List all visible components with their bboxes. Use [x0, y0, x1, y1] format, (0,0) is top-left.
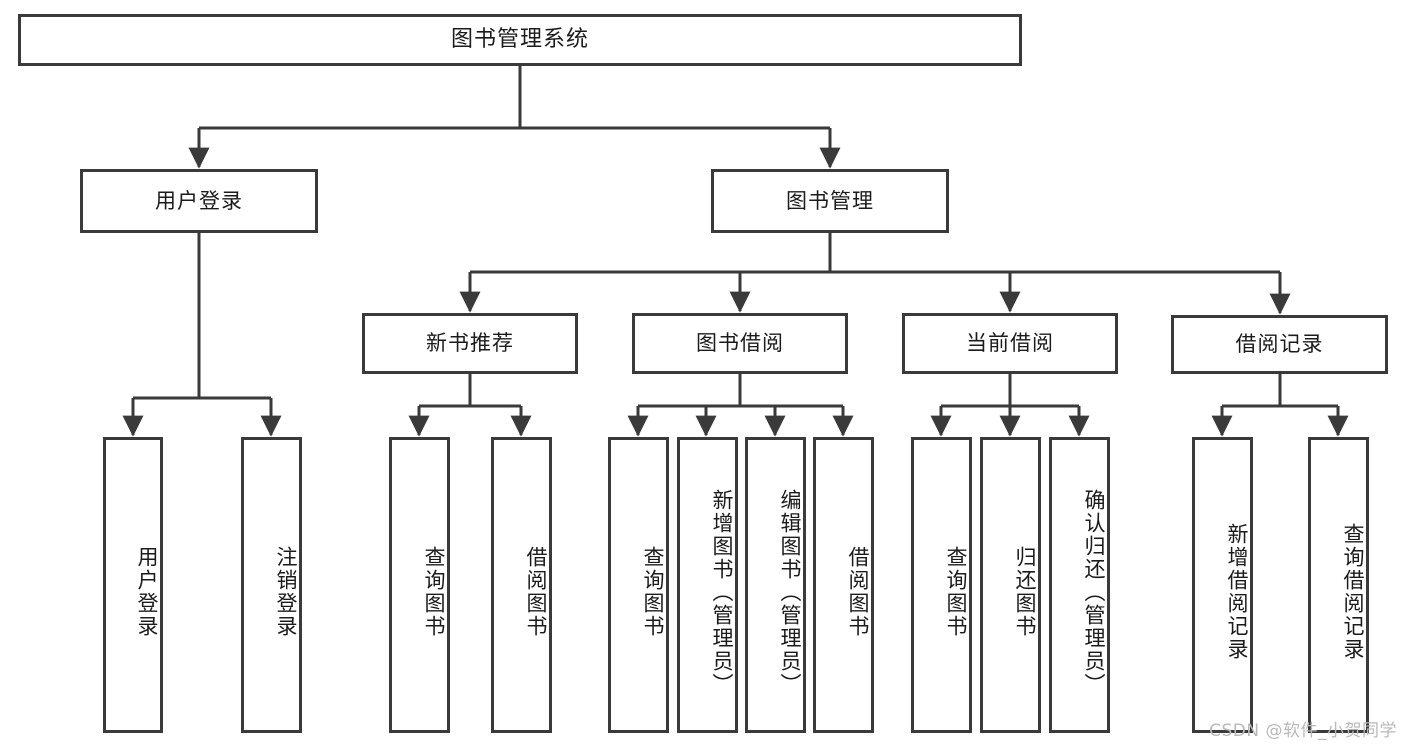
- leaf-edit-book-admin[interactable]: 编辑图书（管理员）: [745, 437, 806, 733]
- node-label: 新增借阅记录: [1225, 523, 1249, 661]
- leaf-user-login[interactable]: 用户登录: [103, 437, 163, 733]
- leaf-borrow-book-borrow[interactable]: 借阅图书: [813, 437, 874, 733]
- node-current-borrow[interactable]: 当前借阅: [902, 313, 1118, 374]
- node-label: 查询借阅记录: [1341, 523, 1365, 661]
- node-book-borrow[interactable]: 图书借阅: [632, 313, 848, 374]
- node-label: 注销登录: [274, 546, 298, 638]
- leaf-borrow-book-new-recommend[interactable]: 借阅图书: [491, 437, 552, 733]
- node-book-management[interactable]: 图书管理: [711, 169, 949, 233]
- leaf-query-book-borrow[interactable]: 查询图书: [608, 437, 669, 733]
- node-label: 借阅图书: [846, 546, 870, 638]
- node-new-book-recommend[interactable]: 新书推荐: [362, 313, 578, 374]
- node-label: 归还图书: [1013, 546, 1037, 638]
- node-label: 编辑图书（管理员）: [778, 488, 802, 696]
- node-root-book-management-system[interactable]: 图书管理系统: [18, 14, 1022, 66]
- leaf-return-book[interactable]: 归还图书: [980, 437, 1041, 733]
- node-label: 图书管理: [786, 188, 874, 213]
- watermark-text: CSDN @软件_小贺同学: [1209, 721, 1397, 741]
- node-label: 查询图书: [641, 546, 665, 638]
- node-label: 借阅图书: [524, 546, 548, 638]
- node-label: 确认归还（管理员）: [1082, 488, 1106, 696]
- node-label: 新书推荐: [426, 331, 514, 356]
- node-label: 当前借阅: [966, 331, 1054, 356]
- leaf-add-book-admin[interactable]: 新增图书（管理员）: [677, 437, 738, 733]
- leaf-confirm-return-admin[interactable]: 确认归还（管理员）: [1049, 437, 1110, 733]
- leaf-add-borrow-record[interactable]: 新增借阅记录: [1192, 437, 1253, 733]
- node-label: 用户登录: [135, 546, 159, 638]
- node-label: 图书管理系统: [450, 27, 589, 53]
- node-label: 借阅记录: [1235, 332, 1324, 357]
- node-label: 查询图书: [422, 546, 446, 638]
- node-label: 图书借阅: [696, 331, 784, 356]
- leaf-query-book-new-recommend[interactable]: 查询图书: [389, 437, 450, 733]
- leaf-query-borrow-record[interactable]: 查询借阅记录: [1308, 437, 1369, 733]
- node-label: 用户登录: [155, 188, 243, 213]
- node-user-login[interactable]: 用户登录: [80, 169, 318, 233]
- leaf-logout-login[interactable]: 注销登录: [241, 437, 302, 733]
- leaf-query-book-current[interactable]: 查询图书: [911, 437, 972, 733]
- node-label: 查询图书: [944, 546, 968, 638]
- node-borrow-record[interactable]: 借阅记录: [1171, 315, 1388, 374]
- node-label: 新增图书（管理员）: [710, 488, 734, 696]
